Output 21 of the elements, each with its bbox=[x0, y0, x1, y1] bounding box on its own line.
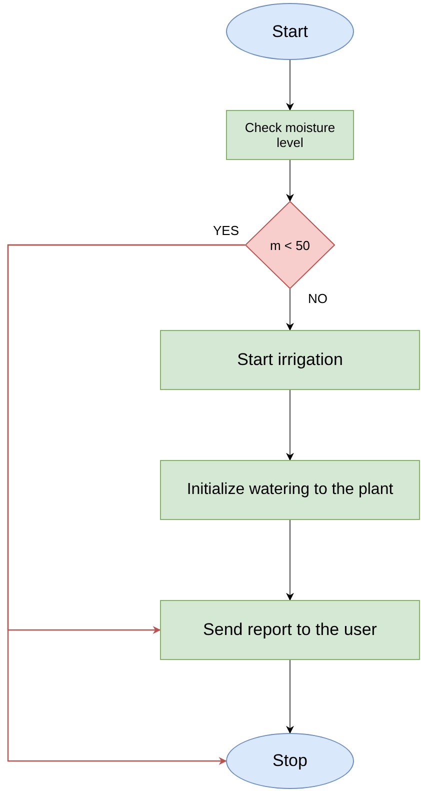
arrow bbox=[7, 244, 245, 765]
process-box bbox=[226, 110, 354, 160]
node-label: Initialize watering to the plant bbox=[186, 481, 394, 499]
arrow bbox=[286, 520, 294, 601]
edge-label: YES bbox=[211, 223, 242, 238]
node-label: Check moisture level bbox=[244, 120, 336, 150]
arrow bbox=[286, 160, 294, 202]
process-box bbox=[160, 460, 420, 520]
process-box bbox=[160, 330, 420, 390]
arrow bbox=[286, 390, 294, 461]
arrow bbox=[286, 660, 294, 734]
node-label: Stop bbox=[272, 751, 308, 771]
arrow bbox=[286, 289, 294, 331]
node-label: Start bbox=[271, 22, 309, 42]
edge-label: NO bbox=[306, 291, 330, 306]
arrow bbox=[286, 60, 294, 111]
node-label: Send report to the user bbox=[202, 620, 378, 640]
node-label: Start irrigation bbox=[236, 350, 344, 370]
node-label: m < 50 bbox=[268, 238, 312, 252]
decision-diamond bbox=[245, 201, 335, 289]
process-box bbox=[160, 600, 420, 660]
